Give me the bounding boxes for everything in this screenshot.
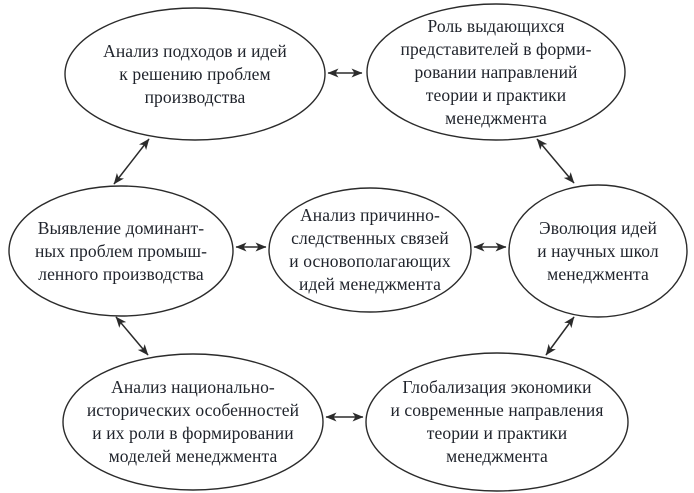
node-role-of-outstanding-representatives: Роль выдающихся представителей в форми- …	[400, 15, 592, 128]
node-national-historical-features: Анализ национально- исторических особенн…	[86, 377, 300, 466]
ellipse-top-left	[64, 7, 326, 141]
node-cause-effect-analysis: Анализ причинно- следственных связей и о…	[289, 205, 451, 294]
node-dominant-problems-of-industry: Выявление доминант- ных проблем промыш- …	[34, 217, 208, 284]
node-globalization-of-economy: Глобализация экономики и современные нап…	[390, 377, 604, 466]
ellipse-center	[268, 187, 472, 313]
ellipse-middle-right	[508, 184, 688, 318]
ellipse-bottom-right	[365, 352, 629, 492]
double-arrow-top-right-middle-right	[536, 138, 575, 184]
ellipse-top-right	[366, 3, 626, 141]
double-arrow-top-left-middle-left	[113, 138, 150, 185]
double-arrow-middle-right-bottom-right	[545, 316, 575, 356]
node-evolution-of-ideas: Эволюция идей и научных школ менеджмента	[537, 217, 659, 284]
node-analysis-of-approaches: Анализ подходов и идей к решению проблем…	[103, 40, 287, 107]
ellipse-bottom-left	[62, 353, 324, 491]
double-arrow-middle-left-bottom-left	[115, 316, 149, 356]
ellipse-middle-left	[8, 185, 234, 317]
